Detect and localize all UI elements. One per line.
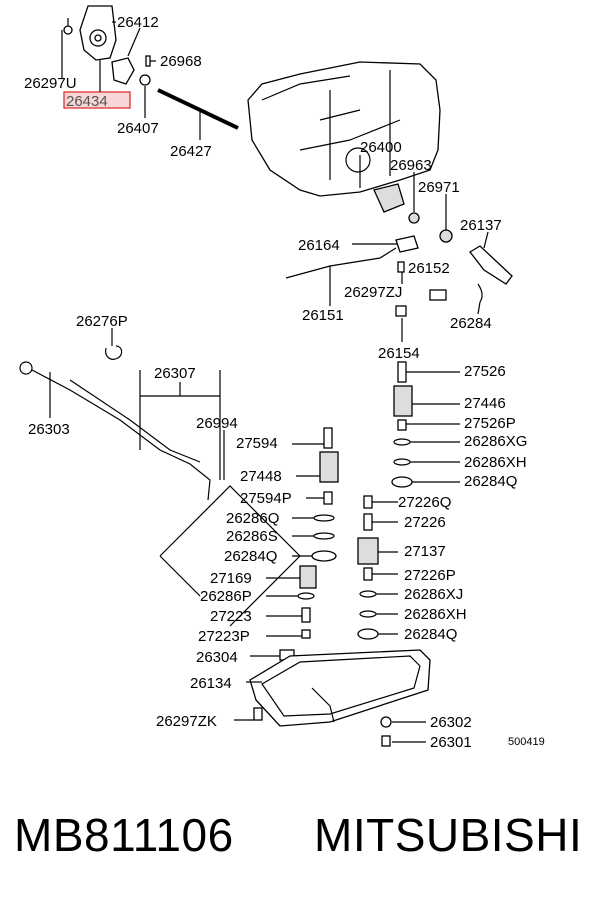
- label-27226Q: 27226Q: [398, 494, 451, 511]
- pin: [429, 289, 447, 301]
- label-26301: 26301: [430, 734, 472, 751]
- label-27223: 27223: [210, 608, 252, 625]
- label-26151: 26151: [302, 307, 344, 324]
- label-27226: 27226: [404, 514, 446, 531]
- label-26134: 26134: [190, 675, 232, 692]
- nut: [439, 229, 453, 243]
- clip: [395, 305, 407, 317]
- label-26152: 26152: [408, 260, 450, 277]
- label-26276P: 26276P: [76, 313, 128, 330]
- part-number: MB811106: [14, 809, 234, 861]
- label-26968: 26968: [160, 53, 202, 70]
- label-27137: 27137: [404, 543, 446, 560]
- label-26427: 26427: [170, 143, 212, 160]
- label-26164: 26164: [298, 237, 340, 254]
- label-27169: 27169: [210, 570, 252, 587]
- label-26286XG: 26286XG: [464, 433, 527, 450]
- label-26286P: 26286P: [200, 588, 252, 605]
- label-26137: 26137: [460, 217, 502, 234]
- valve-parts-right: [357, 361, 413, 640]
- label-26286XJ: 26286XJ: [404, 586, 463, 603]
- label-27446: 27446: [464, 395, 506, 412]
- label-26971: 26971: [418, 179, 460, 196]
- label-27223P: 27223P: [198, 628, 250, 645]
- label-26284Q-left: 26284Q: [224, 548, 277, 565]
- label-26297ZK: 26297ZK: [156, 713, 217, 730]
- label-26303: 26303: [28, 421, 70, 438]
- clip: [477, 283, 483, 303]
- label-26302: 26302: [430, 714, 472, 731]
- label-26994: 26994: [196, 415, 238, 432]
- label-27226P: 27226P: [404, 567, 456, 584]
- label-26304: 26304: [196, 649, 238, 666]
- part-labels: 26412 26968 26297U 26434 26407 26427 264…: [24, 14, 545, 751]
- nut: [408, 212, 420, 224]
- label-26284: 26284: [450, 315, 492, 332]
- label-26963: 26963: [390, 157, 432, 174]
- bolt: [397, 261, 405, 273]
- label-27594: 27594: [236, 435, 278, 452]
- label-27526P: 27526P: [464, 415, 516, 432]
- label-26284Q-right: 26284Q: [464, 473, 517, 490]
- drawing-code: 500419: [508, 736, 545, 748]
- oil-pan: [249, 649, 431, 747]
- transmission-case: [247, 61, 441, 197]
- control-shaft: [157, 88, 239, 140]
- label-27526: 27526: [464, 363, 506, 380]
- label-26297ZJ: 26297ZJ: [344, 284, 402, 301]
- label-26400: 26400: [360, 139, 402, 156]
- tube-clip: [105, 345, 123, 360]
- label-26154: 26154: [378, 345, 420, 362]
- label-26412: 26412: [117, 14, 159, 31]
- label-26286XH-lower: 26286XH: [404, 606, 467, 623]
- label-26286XH: 26286XH: [464, 454, 527, 471]
- label-27448: 27448: [240, 468, 282, 485]
- inhibitor-switch-assembly: [63, 5, 151, 86]
- label-27594P: 27594P: [240, 490, 292, 507]
- label-26284Q-bottom: 26284Q: [404, 626, 457, 643]
- label-26286S: 26286S: [226, 528, 278, 545]
- control-cable: [285, 247, 397, 279]
- label-26297U: 26297U: [24, 75, 77, 92]
- label-26434: 26434: [66, 93, 108, 110]
- parts-diagram: 26412 26968 26297U 26434 26407 26427 264…: [19, 5, 545, 751]
- highlight-box-26434: [63, 91, 131, 109]
- brand-name: MITSUBISHI: [314, 809, 583, 861]
- label-26286Q: 26286Q: [226, 510, 279, 527]
- shift-lever: [469, 245, 513, 285]
- bracket: [373, 183, 405, 213]
- label-26407: 26407: [117, 120, 159, 137]
- leader-lines: [49, 21, 489, 743]
- label-26307: 26307: [154, 365, 196, 382]
- cable-bracket: [395, 235, 419, 253]
